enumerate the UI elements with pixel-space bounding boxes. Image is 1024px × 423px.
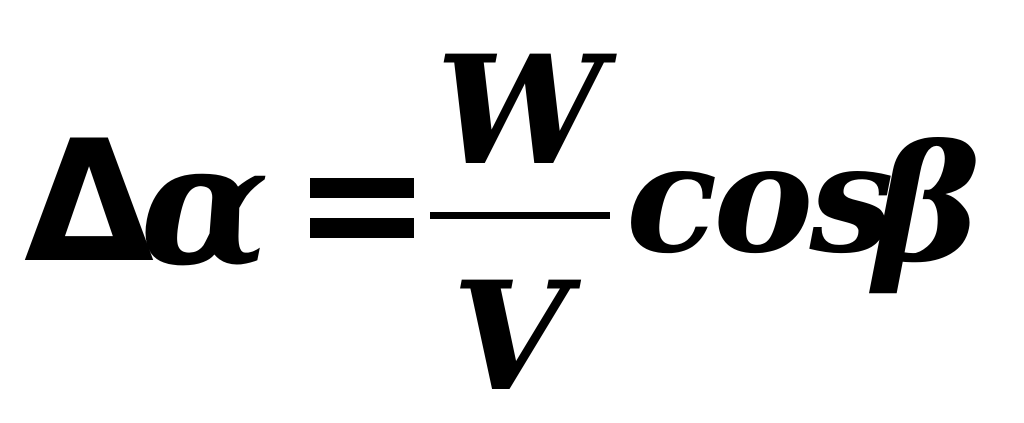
beta-symbol: β <box>874 110 981 298</box>
cos-function: cos <box>626 111 894 287</box>
fraction-denominator: V <box>452 249 569 423</box>
alpha-symbol: α <box>140 105 270 303</box>
fraction-bar <box>430 212 610 219</box>
delta-symbol: Δ <box>24 104 155 300</box>
equals-bar-bottom <box>310 218 414 238</box>
equals-bar-top <box>310 178 414 198</box>
fraction-numerator: W <box>436 23 605 199</box>
